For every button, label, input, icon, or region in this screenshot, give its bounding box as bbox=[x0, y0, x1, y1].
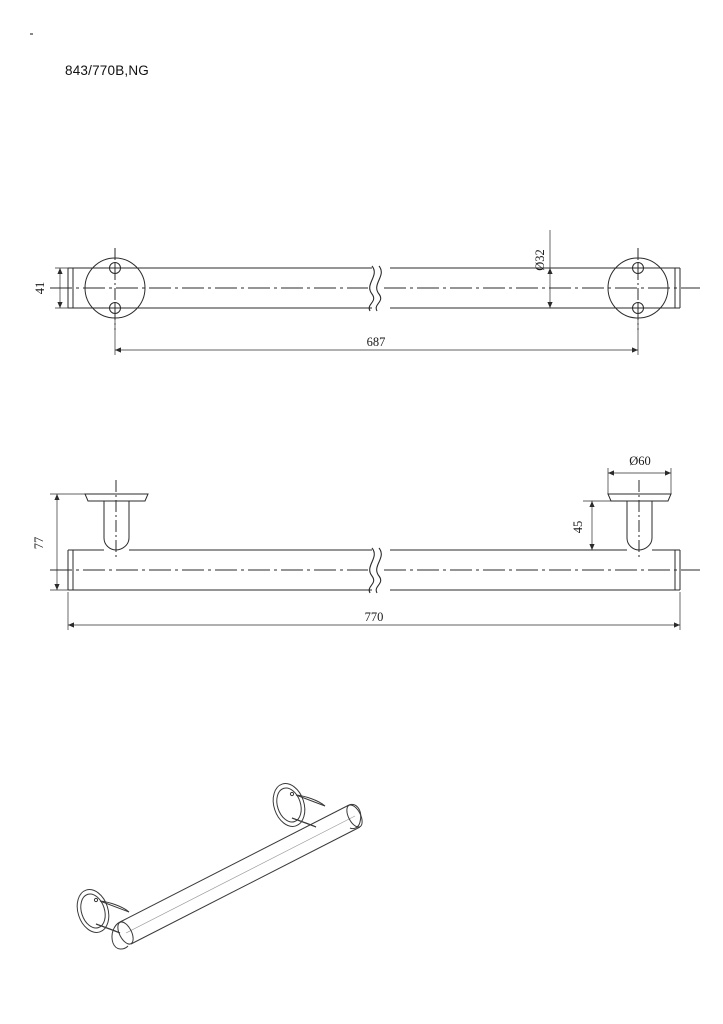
dim32-arrow-bottom bbox=[547, 302, 553, 308]
dim-value-77: 77 bbox=[32, 537, 46, 550]
side-view: 77 45 Ø60 770 bbox=[32, 454, 700, 630]
break-symbol-curve-a bbox=[368, 265, 375, 312]
lower-flange-disc-inner bbox=[80, 893, 106, 929]
lower-post-edges bbox=[95, 900, 130, 934]
lower-flange-screw bbox=[93, 897, 99, 903]
dim41-arrow-bottom bbox=[57, 302, 63, 308]
bar-upper-silhouette bbox=[119, 804, 350, 923]
upper-flange-screw bbox=[289, 791, 295, 797]
dim-value-flange-diameter: Ø60 bbox=[629, 454, 651, 468]
dim77-arrow-top bbox=[54, 494, 60, 500]
dim-value-bar-diameter: Ø32 bbox=[533, 249, 547, 271]
lower-post-fillet-top bbox=[99, 900, 130, 913]
dim770-arrow-left bbox=[68, 622, 74, 628]
break-symbol-curve-a bbox=[368, 547, 375, 594]
dim60-arrow-left bbox=[608, 470, 614, 476]
bar-highlight-line bbox=[125, 815, 356, 934]
break-symbol-curve-b bbox=[375, 265, 382, 312]
dim41-arrow-top bbox=[57, 268, 63, 274]
break-symbol-curve-b bbox=[375, 547, 382, 594]
upper-post-fillet-bottom bbox=[291, 817, 317, 828]
isometric-view bbox=[76, 783, 363, 950]
dim45-arrow-top bbox=[589, 501, 595, 507]
upper-post-fillet-top bbox=[295, 794, 326, 807]
dim687-arrow-right bbox=[632, 347, 638, 353]
bar-upper-end-cap bbox=[348, 803, 362, 830]
dim-value-687: 687 bbox=[367, 335, 386, 349]
left-wall-plate bbox=[84, 493, 149, 502]
upper-flange-disc-inner bbox=[276, 787, 302, 823]
dim-value-45: 45 bbox=[571, 521, 585, 534]
dim687-arrow-left bbox=[115, 347, 121, 353]
front-view: 41 Ø32 687 bbox=[33, 230, 700, 355]
upper-post-edges bbox=[291, 794, 326, 828]
dim-value-770: 770 bbox=[365, 610, 384, 624]
bar-lower-silhouette bbox=[130, 826, 361, 945]
right-wall-plate bbox=[607, 493, 672, 502]
sheet-corner-mark bbox=[30, 33, 33, 35]
bar-lower-end-cap bbox=[111, 921, 129, 950]
dim-value-41: 41 bbox=[33, 282, 47, 295]
upper-flange-disc-outer bbox=[272, 783, 306, 827]
dim45-arrow-bottom bbox=[589, 544, 595, 550]
dim60-arrow-right bbox=[665, 470, 671, 476]
dim32-arrow-top bbox=[547, 268, 553, 274]
bar-upper-end-face bbox=[346, 804, 363, 828]
lower-flange-disc-outer bbox=[76, 889, 110, 933]
page-title: 843/770B,NG bbox=[65, 63, 150, 78]
dim77-arrow-bottom bbox=[54, 584, 60, 590]
dim770-arrow-right bbox=[674, 622, 680, 628]
